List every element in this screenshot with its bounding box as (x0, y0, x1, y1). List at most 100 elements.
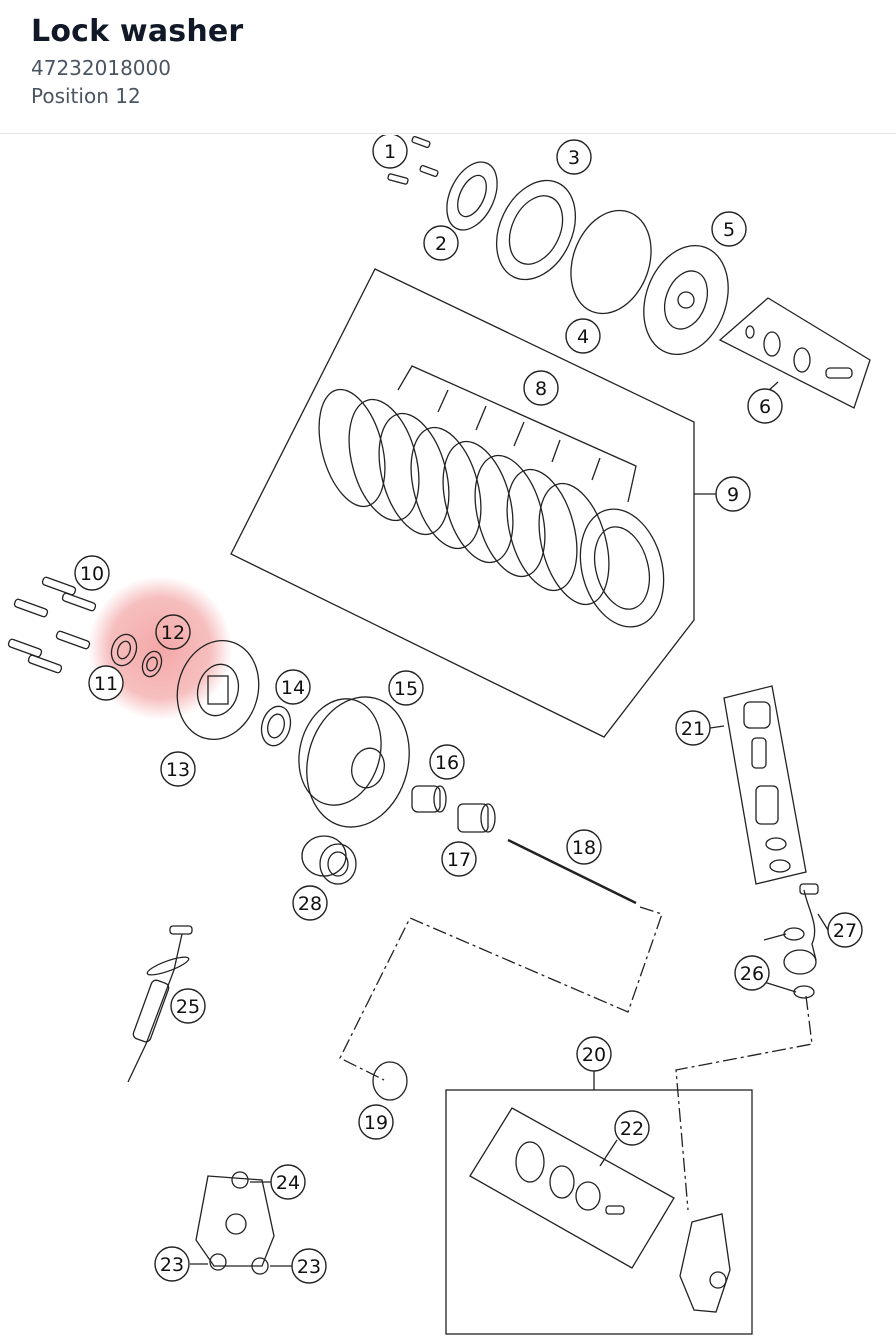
callout-label: 13 (166, 759, 190, 781)
assembly-guide-line-2 (675, 995, 813, 1211)
callout-label: 22 (620, 1118, 644, 1140)
part-number: 47232018000 (31, 56, 171, 80)
part-gear-28[interactable] (301, 835, 357, 885)
callout-label: 15 (394, 678, 418, 700)
callout-label: 14 (281, 677, 305, 699)
callout-label: 26 (740, 963, 764, 985)
part-clutch-pack-9[interactable] (230, 268, 695, 738)
callout-circle (74, 555, 110, 591)
callout-label: 23 (297, 1256, 321, 1278)
part-cap-5[interactable] (629, 234, 742, 367)
callout-2[interactable]: 2 (423, 225, 459, 261)
callout-label: 18 (572, 837, 596, 859)
callout-26[interactable]: 26 (734, 955, 770, 991)
diagram-canvas[interactable]: 1234568910111213141516171819202122232324… (0, 133, 896, 1335)
callout-1[interactable]: 1 (372, 133, 408, 169)
callout-23[interactable]: 23 (291, 1248, 327, 1284)
callout-9[interactable]: 9 (715, 476, 751, 512)
part-nut-11[interactable] (107, 631, 140, 669)
callout-4[interactable]: 4 (565, 318, 601, 354)
callout-15[interactable]: 15 (388, 670, 424, 706)
callout-label: 10 (80, 563, 104, 585)
callout-circle (275, 669, 311, 705)
callout-8[interactable]: 8 (523, 370, 559, 406)
part-pins-10[interactable] (7, 576, 97, 674)
part-sleeve-17[interactable] (457, 803, 496, 833)
callout-circle (291, 1248, 327, 1284)
callout-label: 20 (582, 1044, 606, 1066)
part-bolts-1[interactable] (387, 136, 439, 185)
part-basket-15[interactable] (287, 685, 423, 838)
part-disk-3[interactable] (481, 168, 590, 293)
part-cylinder-20[interactable] (679, 1213, 731, 1313)
assembly-guide-line (339, 906, 663, 1081)
callout-18[interactable]: 18 (566, 829, 602, 865)
callout-12[interactable]: 12 (155, 614, 191, 650)
part-screw-24[interactable] (231, 1171, 249, 1189)
part-plate-2[interactable] (437, 154, 507, 238)
part-ring-19[interactable] (372, 1061, 408, 1101)
callout-28[interactable]: 28 (292, 885, 328, 921)
part-washer-14[interactable] (257, 703, 294, 749)
callout-circle (827, 912, 863, 948)
callout-label: 5 (723, 219, 735, 241)
callout-13[interactable]: 13 (160, 751, 196, 787)
part-kit-22[interactable] (469, 1107, 675, 1269)
callout-3[interactable]: 3 (556, 139, 592, 175)
callout-24[interactable]: 24 (270, 1164, 306, 1200)
callout-label: 23 (160, 1254, 184, 1276)
callout-22[interactable]: 22 (614, 1110, 650, 1146)
part-washers-26[interactable] (783, 927, 815, 999)
callout-5[interactable]: 5 (711, 211, 747, 247)
part-lock-washer-12[interactable] (139, 649, 165, 680)
callout-6[interactable]: 6 (747, 388, 783, 424)
callout-label: 24 (276, 1172, 300, 1194)
callout-27[interactable]: 27 (827, 912, 863, 948)
callout-circle (734, 955, 770, 991)
callout-circle (565, 318, 601, 354)
part-banjo-27[interactable] (783, 883, 819, 975)
callout-14[interactable]: 14 (275, 669, 311, 705)
callout-25[interactable]: 25 (170, 988, 206, 1024)
callout-21[interactable]: 21 (675, 710, 711, 746)
callout-leaders (190, 381, 829, 1267)
callout-circle (556, 139, 592, 175)
callout-17[interactable]: 17 (441, 841, 477, 877)
callout-label: 1 (384, 141, 396, 163)
part-pushrod-18[interactable] (507, 838, 637, 905)
callout-circle (388, 670, 424, 706)
callout-11[interactable]: 11 (88, 665, 124, 701)
callout-circle (711, 211, 747, 247)
callout-circle (170, 988, 206, 1024)
part-kit-6[interactable] (718, 297, 871, 409)
callout-10[interactable]: 10 (74, 555, 110, 591)
part-bushing-16[interactable] (411, 785, 447, 813)
callout-label: 17 (447, 849, 471, 871)
part-hub-13[interactable] (166, 631, 269, 748)
callout-circle (747, 388, 783, 424)
highlight-marker (88, 576, 232, 720)
callout-label: 16 (435, 752, 459, 774)
callout-20[interactable]: 20 (576, 1036, 612, 1072)
callout-19[interactable]: 19 (358, 1104, 394, 1140)
part-kit-20[interactable] (445, 1089, 753, 1335)
callout-label: 3 (568, 147, 580, 169)
callout-circle (270, 1164, 306, 1200)
part-ring-4[interactable] (557, 199, 665, 325)
callout-16[interactable]: 16 (429, 744, 465, 780)
callout-23[interactable]: 23 (154, 1246, 190, 1282)
callout-label: 11 (94, 673, 118, 695)
part-syringe-25[interactable] (127, 925, 193, 1083)
callout-label: 25 (176, 996, 200, 1018)
part-kit-21[interactable] (723, 685, 807, 885)
callout-label: 4 (577, 326, 589, 348)
part-cover-23[interactable] (195, 1175, 275, 1275)
callout-label: 12 (161, 622, 185, 644)
callout-circle (576, 1036, 612, 1072)
part-discs-8[interactable] (307, 365, 676, 636)
callout-circle (614, 1110, 650, 1146)
callout-circle (423, 225, 459, 261)
part-header: Lock washer 47232018000 Position 12 (0, 0, 896, 134)
